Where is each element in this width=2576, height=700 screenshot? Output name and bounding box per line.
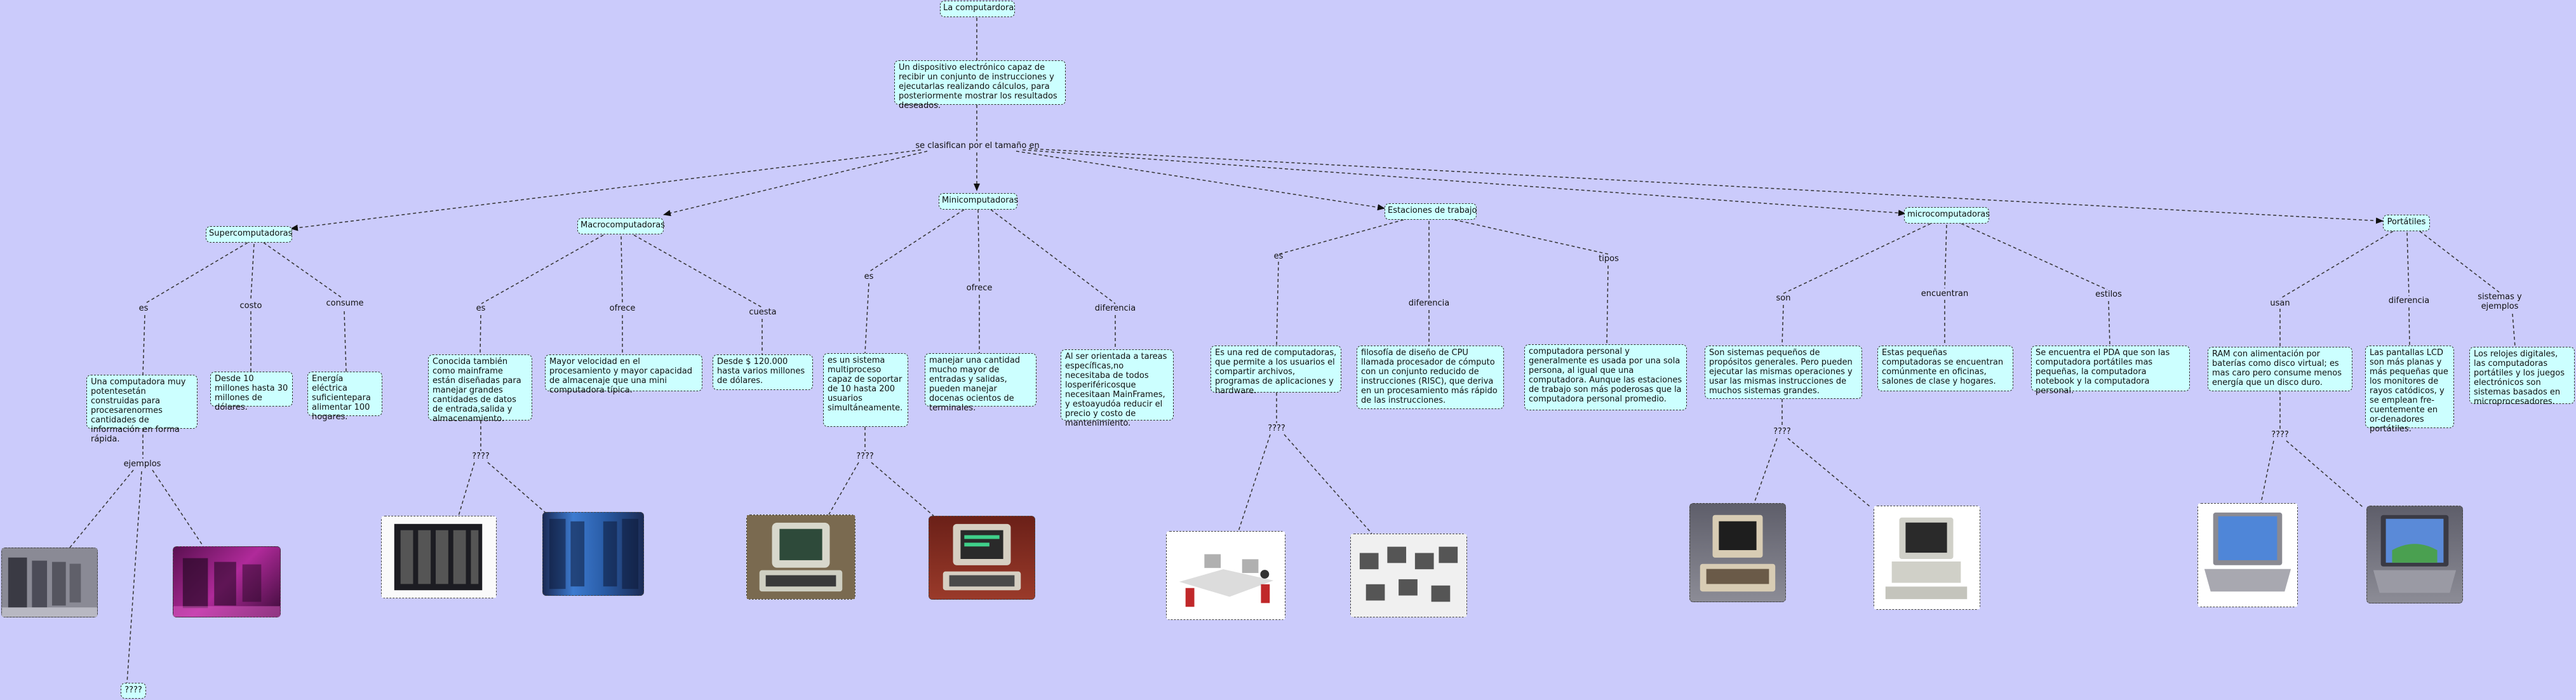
mini-desc-ofrece: manejar una cantidad mucho mayor de entr… xyxy=(925,353,1036,413)
port-rel-diferencia: diferencia xyxy=(2388,296,2430,306)
mini-desc-diferencia: Al ser orientada a tareas específicas,no… xyxy=(1061,349,1174,428)
macro-rel-es: es xyxy=(476,304,486,313)
super-rel-es: es xyxy=(138,304,149,313)
mini-desc-es: es un sistema multiproceso capaz de sopo… xyxy=(823,353,908,427)
work-unknown-label: ???? xyxy=(1268,424,1285,433)
work-rel-diferencia: diferencia xyxy=(1408,299,1450,308)
minicomputer-photo-1 xyxy=(746,515,855,600)
workstation-office-photo xyxy=(1166,531,1285,620)
type-estaciones-de-trabajo: Estaciones de trabajo xyxy=(1385,203,1477,220)
super-desc-consume: Energía eléctrica suficientepara aliment… xyxy=(307,372,382,422)
type-minicomputadoras: Minicomputadoras xyxy=(939,193,1018,210)
type-portatiles: Portátiles xyxy=(2383,215,2430,231)
super-rel-costo: costo xyxy=(239,301,262,311)
macro-rel-ofrece: ofrece xyxy=(609,304,636,313)
laptop-photo-2 xyxy=(2366,506,2463,603)
micro-desc-estilos: Se encuentra el PDA que son las computad… xyxy=(2031,346,2190,396)
type-supercomputadoras: Supercomputadoras xyxy=(206,226,292,243)
work-desc-diferencia: filosofía de diseño de CPU llamada proce… xyxy=(1357,346,1504,409)
definition-node: Un dispositivo electrónico capaz de reci… xyxy=(894,60,1066,111)
port-desc-diferencia: Las pantallas LCD son más planas y más p… xyxy=(2365,346,2454,434)
mainframe-photo-2 xyxy=(542,512,644,596)
macro-desc-cuesta: Desde $ 120.000 hasta varios millones de… xyxy=(713,354,813,390)
port-rel-sistemas-ejemplos: sistemas y ejemplos xyxy=(2478,292,2522,311)
super-desc-costo: Desde 10 millones hasta 30 millones de d… xyxy=(210,372,293,412)
mainframe-photo-1 xyxy=(381,516,497,598)
super-rel-ejemplos: ejemplos xyxy=(123,459,161,469)
supercomputer-room-photo-1 xyxy=(1,548,98,617)
micro-rel-son: son xyxy=(1776,293,1791,303)
port-unknown-label: ???? xyxy=(2271,430,2289,440)
type-microcomputadoras: microcomputadoras xyxy=(1904,207,1990,224)
macro-unknown-label: ???? xyxy=(472,452,490,461)
super-rel-consume: consume xyxy=(326,299,364,308)
super-desc-es: Una computadora muy potentesetán constru… xyxy=(86,375,198,444)
mini-rel-diferencia: diferencia xyxy=(1094,304,1136,313)
supercomputer-room-photo-2 xyxy=(173,546,281,617)
microcomputer-photo-2 xyxy=(1874,506,1980,610)
micro-rel-encuentran: encuentran xyxy=(1921,289,1969,299)
root-node: La computardora xyxy=(940,1,1015,17)
type-macrocomputadoras: Macrocomputadoras xyxy=(577,218,665,234)
mini-rel-es: es xyxy=(864,272,874,281)
work-desc-tipos: computadora personal y generalmente es u… xyxy=(1524,344,1687,410)
mini-rel-ofrece: ofrece xyxy=(966,283,993,293)
laptop-photo-1 xyxy=(2197,503,2298,607)
work-rel-es: es xyxy=(1273,252,1284,261)
port-desc-usan: RAM con alimentación por baterías como d… xyxy=(2208,347,2352,391)
work-rel-tipos: tipos xyxy=(1599,254,1619,264)
mini-unknown-label: ???? xyxy=(856,452,874,461)
macro-desc-ofrece: Mayor velocidad en el procesamiento y ma… xyxy=(545,354,702,395)
macro-rel-cuesta: cuesta xyxy=(749,307,777,317)
minicomputer-photo-2 xyxy=(929,516,1035,600)
microcomputer-photo-1 xyxy=(1689,503,1786,602)
classify-label: se clasifican por el tamaño en xyxy=(915,141,1040,151)
super-unknown-node: ???? xyxy=(121,683,146,699)
micro-unknown-label: ???? xyxy=(1773,427,1791,436)
micro-desc-son: Son sistemas pequeños de propósitos gene… xyxy=(1705,346,1862,399)
port-desc-sistemas: Los relojes digitales, las computadoras … xyxy=(2469,347,2575,407)
macro-desc-es: Conocida también como mainframe están di… xyxy=(428,354,532,424)
work-desc-es: Es una red de computadoras, que permite … xyxy=(1211,346,1341,396)
micro-rel-estilos: estilos xyxy=(2095,290,2122,299)
port-rel-usan: usan xyxy=(2270,299,2290,308)
micro-desc-encuentran: Estas pequeñas computadoras se encuentra… xyxy=(1877,346,2013,391)
workstation-lab-photo xyxy=(1350,534,1467,617)
